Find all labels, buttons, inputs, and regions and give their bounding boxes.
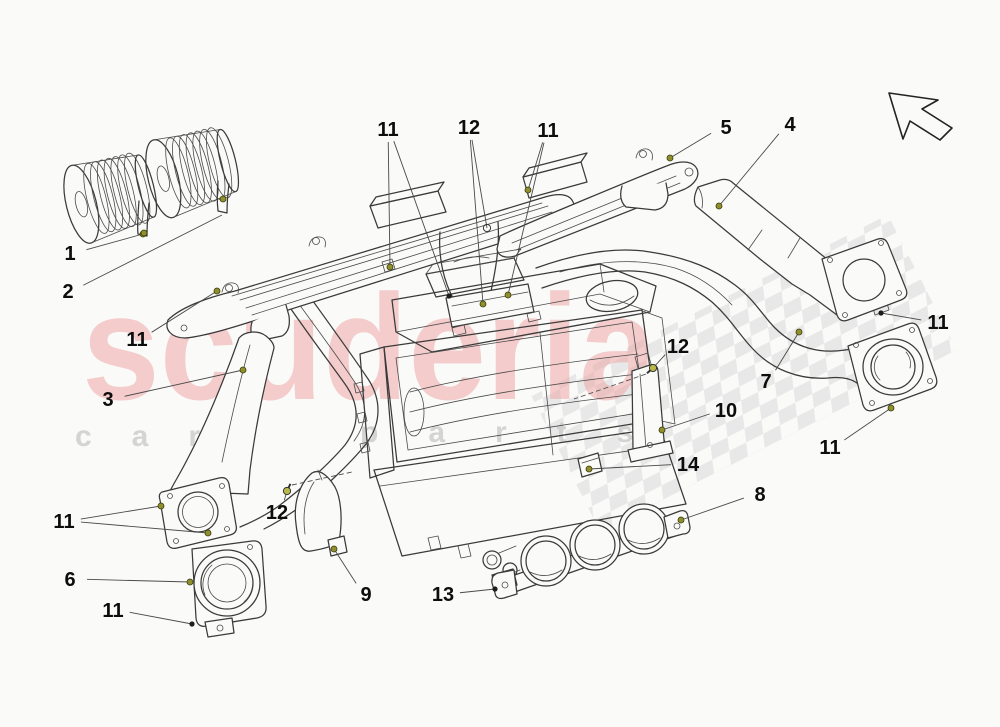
callout-label-7: 7 (760, 371, 771, 393)
fastener-dot (715, 202, 723, 210)
bracket-9 (294, 469, 348, 557)
leader-line (669, 132, 712, 159)
fastener-dot (479, 300, 487, 308)
fastener-dot (140, 229, 148, 237)
leader-line (471, 139, 488, 229)
callout-label-12: 12 (667, 336, 689, 358)
leader-line (588, 464, 672, 470)
duct-3 (169, 331, 275, 495)
screw-hole (482, 223, 492, 233)
leader-line (718, 133, 780, 207)
fastener-dot (887, 404, 895, 412)
fastener-dot (189, 621, 195, 627)
fastener-dot (524, 186, 532, 194)
callout-label-12: 12 (458, 117, 480, 139)
callout-label-10: 10 (715, 400, 737, 422)
callout-label-5: 5 (720, 117, 731, 139)
screw-icon (648, 363, 658, 373)
fastener-dot (239, 366, 247, 374)
callout-label-4: 4 (784, 114, 796, 136)
callout-label-11: 11 (537, 120, 558, 142)
leader-line (86, 578, 191, 583)
fastener-dot (330, 545, 338, 553)
fastener-dot (219, 195, 227, 203)
leader-line (775, 331, 800, 371)
leader-line (661, 413, 710, 431)
fastener-dot (795, 328, 803, 336)
callout-label-1: 1 (64, 243, 75, 265)
round-vent-housing-6 (191, 540, 267, 638)
right-round-vent (847, 322, 938, 412)
fastener-dot (386, 263, 394, 271)
leader-line (469, 139, 484, 305)
fastener-dot (204, 529, 212, 537)
callout-label-3: 3 (102, 389, 113, 411)
leader-line (151, 290, 218, 333)
direction-arrow-icon (888, 92, 953, 141)
callout-label-13: 13 (432, 584, 454, 606)
fastener-dot (157, 502, 165, 510)
duct-4 (693, 178, 908, 322)
fastener-dot (658, 426, 666, 434)
callout-label-11: 11 (927, 312, 948, 334)
leader-line (680, 497, 745, 521)
fastener-dot (878, 310, 884, 316)
screw-icon (282, 486, 292, 496)
callout-label-6: 6 (64, 569, 75, 591)
callout-label-11: 11 (102, 600, 123, 622)
defroster-vent-strip-left (166, 193, 577, 342)
leader-line (880, 312, 922, 321)
leader-line (80, 505, 162, 520)
ring-bracket-8 (491, 503, 691, 600)
leader-line (333, 548, 357, 584)
leader-line (83, 214, 223, 286)
callout-label-12: 12 (266, 502, 288, 524)
leader-line (291, 471, 353, 486)
leader-line (124, 369, 244, 397)
leader-line (507, 142, 545, 296)
fastener-dot (585, 465, 593, 473)
callout-label-2: 2 (62, 281, 73, 303)
fastener-dot (677, 516, 685, 524)
watermark-tagline-left: car (75, 420, 240, 453)
leader-line (459, 588, 496, 594)
leader-line (80, 521, 209, 534)
bracket-10 (627, 352, 674, 463)
callout-label-11: 11 (819, 437, 840, 459)
main-duct-7-left (239, 289, 379, 530)
main-duct-7-right (535, 249, 890, 389)
fastener-dot (666, 154, 674, 162)
callout-label-8: 8 (754, 484, 765, 506)
fastener-dot (186, 578, 194, 586)
callout-label-11: 11 (53, 511, 74, 533)
leader-line (527, 142, 544, 191)
leader-line (393, 141, 450, 297)
leader-line (844, 407, 892, 441)
callout-label-14: 14 (677, 454, 700, 476)
fastener-dot (504, 291, 512, 299)
callout-label-9: 9 (360, 584, 371, 606)
leader-line (387, 141, 391, 268)
callout-label-11: 11 (126, 329, 147, 351)
hose-coil-2 (145, 127, 240, 219)
defroster-vent-strip-right (496, 148, 699, 258)
fastener-dot (213, 287, 221, 295)
clip-14 (577, 452, 603, 478)
heater-box (353, 248, 687, 578)
leader-line (129, 611, 193, 625)
fastener-dot (446, 293, 452, 299)
leader-line (573, 373, 647, 400)
watermark-brand-text: scuderia (82, 263, 658, 431)
callout-label-11: 11 (377, 119, 398, 141)
hose-coil-1 (63, 152, 158, 244)
leader-line (86, 233, 144, 251)
fastener-dot (492, 586, 498, 592)
